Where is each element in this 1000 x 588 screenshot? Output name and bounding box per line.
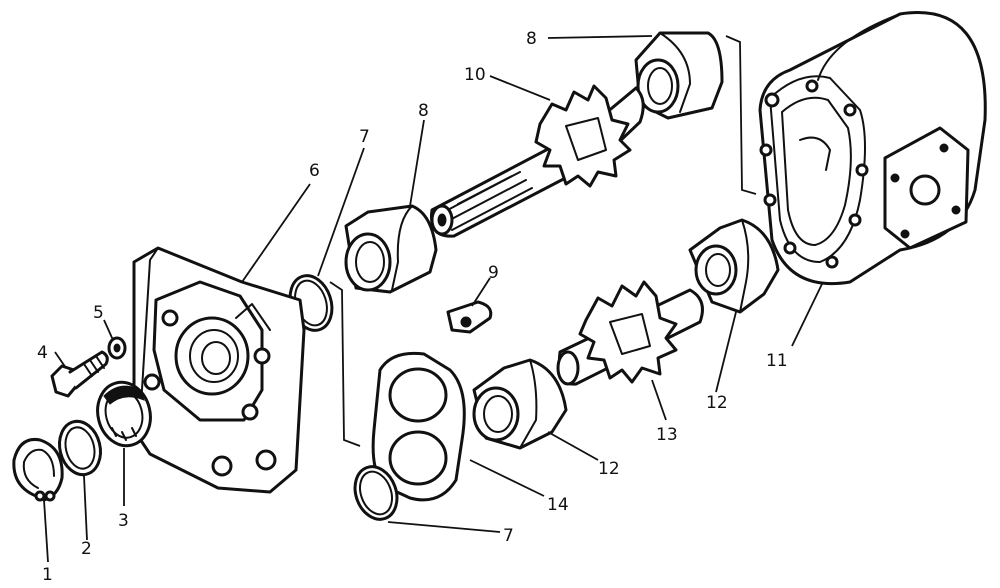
callout-13: 13 (656, 425, 678, 445)
shaft-key (446, 300, 493, 334)
callout-7-upper: 7 (359, 127, 370, 147)
callout-2: 2 (81, 539, 92, 559)
bushing-block-upper-right (634, 31, 724, 120)
callout-5: 5 (93, 303, 104, 323)
gasket-plate (371, 351, 466, 502)
callout-7-lower: 7 (503, 526, 514, 546)
assembly-bracket-lower (329, 281, 361, 447)
drive-gear-shaft (429, 84, 645, 238)
callout-12-right: 12 (706, 393, 728, 413)
callout-4: 4 (37, 343, 48, 363)
driven-gear-shaft (556, 280, 704, 386)
callout-8-center: 8 (418, 101, 429, 121)
bolt (50, 350, 109, 398)
callout-8-upper-right: 8 (526, 29, 537, 49)
retaining-ring (12, 437, 64, 502)
callout-3: 3 (118, 511, 129, 531)
bushing-block-lower-center (472, 358, 568, 450)
pump-housing (758, 11, 987, 286)
bushing-block-center (344, 204, 438, 294)
o-ring-lower (353, 465, 399, 521)
assembly-bracket-upper (725, 35, 757, 195)
callout-11: 11 (766, 351, 788, 371)
callout-14: 14 (547, 495, 569, 515)
bushing-block-lower-right (688, 218, 780, 314)
flat-washer (58, 419, 102, 477)
shaft-seal (96, 380, 152, 448)
callout-labels: 1 2 3 4 5 6 7 7 8 8 9 10 11 12 12 13 14 (37, 29, 788, 585)
callout-6: 6 (309, 161, 320, 181)
callout-12-lower: 12 (598, 459, 620, 479)
leader-lines (43, 35, 823, 563)
callout-1: 1 (42, 565, 53, 585)
callout-10: 10 (464, 65, 486, 85)
lock-washer (107, 336, 127, 360)
callout-9: 9 (488, 263, 499, 283)
mounting-flange (132, 246, 306, 494)
